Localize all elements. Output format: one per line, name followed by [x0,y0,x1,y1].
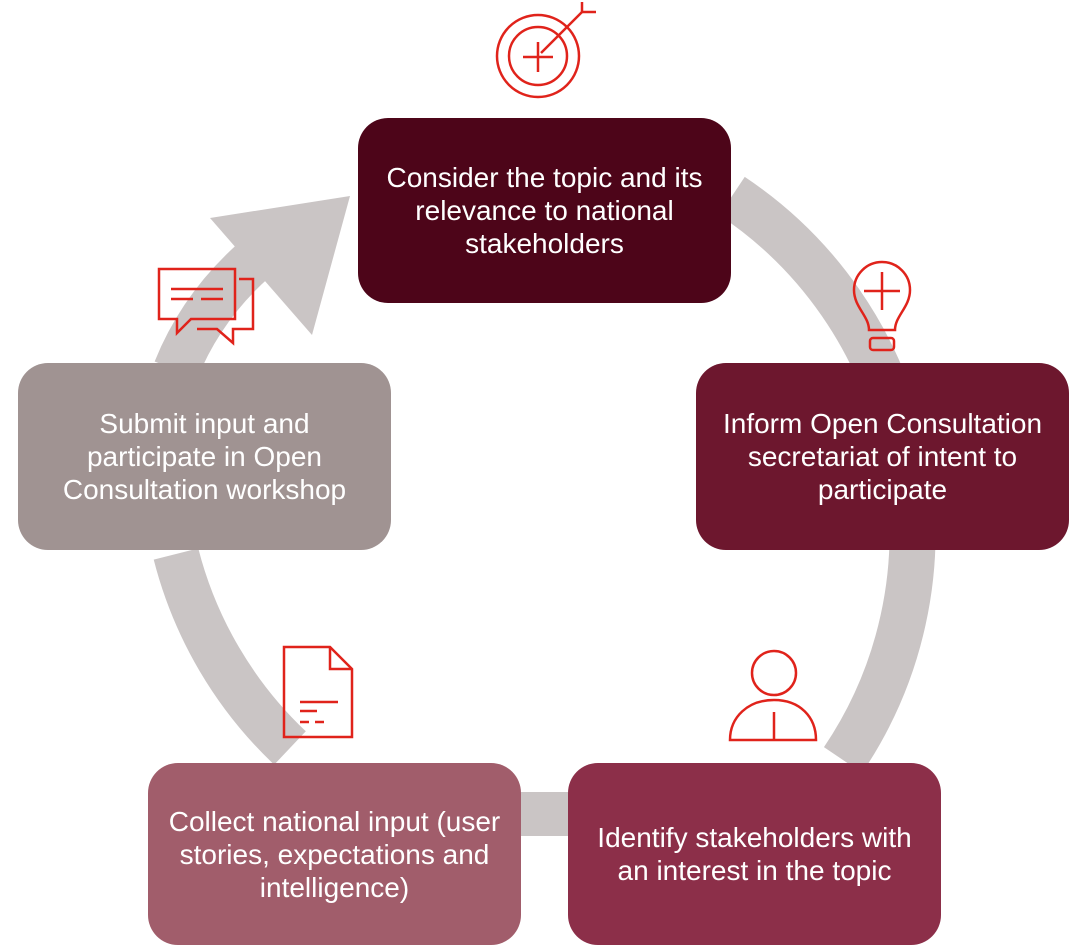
document-icon [282,645,354,739]
cycle-ring-arc [153,548,306,765]
target-icon [495,2,596,99]
cycle-step-label: Consider the topic and its relevance to … [386,162,703,259]
cycle-step-inform-secretariat: Inform Open Consultation secretariat of … [696,363,1069,550]
person-icon [728,649,818,742]
cycle-step-label: Collect national input (user stories, ex… [168,805,501,903]
cycle-ring-arc [515,792,575,836]
lightbulb-icon [852,260,912,352]
chat-bubbles-icon [157,267,255,346]
cycle-step-label: Submit input and participate in Open Con… [62,408,347,505]
cycle-step-label: Identify stakeholders with an interest i… [597,822,912,886]
cycle-step-label: Inform Open Consultation secretariat of … [722,408,1043,505]
cycle-step-collect-input: Collect national input (user stories, ex… [148,763,521,945]
cycle-step-identify-stakeholders: Identify stakeholders with an interest i… [568,763,941,945]
cycle-arrowhead [210,196,350,335]
cycle-step-consider-topic: Consider the topic and its relevance to … [358,118,731,303]
cycle-step-submit-input: Submit input and participate in Open Con… [18,363,391,550]
